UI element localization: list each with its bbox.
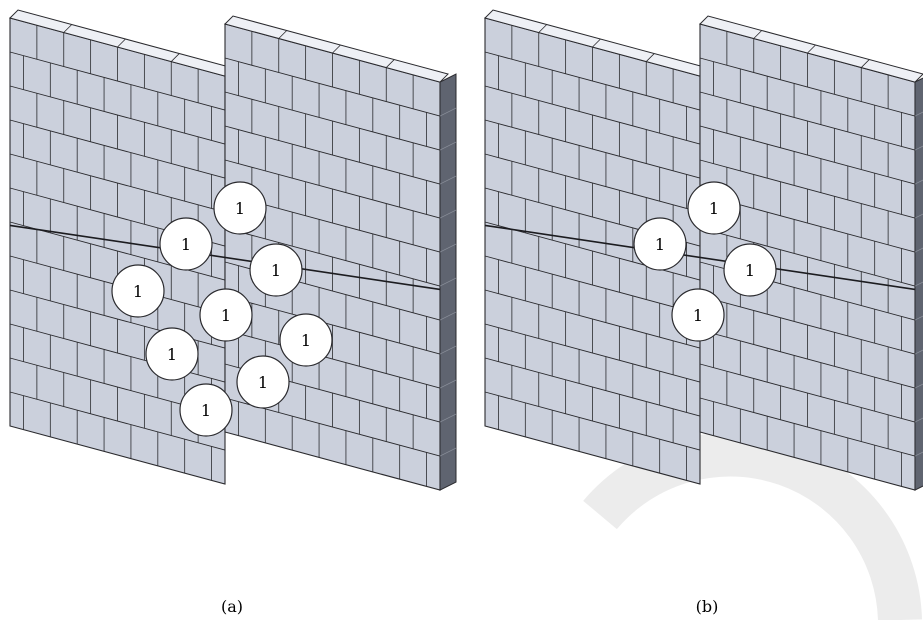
marker-label: 1 bbox=[301, 331, 311, 350]
marker-circle: 1 bbox=[671, 288, 725, 342]
marker-label: 1 bbox=[133, 282, 143, 301]
marker-circle: 1 bbox=[249, 243, 303, 297]
wall-side-edge bbox=[914, 77, 923, 491]
panel-caption-a: (a) bbox=[221, 597, 243, 616]
marker-label: 1 bbox=[258, 373, 268, 392]
marker-label: 1 bbox=[745, 261, 755, 280]
wall-left-half bbox=[484, 9, 709, 485]
marker-circle: 1 bbox=[159, 217, 213, 271]
wall-right-half bbox=[699, 15, 923, 491]
wall-right-half bbox=[224, 15, 449, 491]
marker-circle: 1 bbox=[179, 383, 233, 437]
wall-joint-line bbox=[9, 224, 441, 291]
marker-label: 1 bbox=[271, 261, 281, 280]
marker-label: 1 bbox=[693, 306, 703, 325]
marker-circle: 1 bbox=[687, 181, 741, 235]
marker-circle: 1 bbox=[111, 264, 165, 318]
watermark-arc bbox=[583, 432, 922, 620]
marker-label: 1 bbox=[221, 306, 231, 325]
marker-circle: 1 bbox=[236, 355, 290, 409]
marker-label: 1 bbox=[181, 235, 191, 254]
wall-panel-a: 1 1 1 1 1 1 1 1 1 bbox=[9, 9, 457, 491]
marker-circle: 1 bbox=[279, 313, 333, 367]
wall-panel-b: 1 1 1 1 bbox=[484, 9, 923, 491]
marker-label: 1 bbox=[655, 235, 665, 254]
marker-circle: 1 bbox=[145, 327, 199, 381]
marker-label: 1 bbox=[235, 199, 245, 218]
marker-label: 1 bbox=[201, 401, 211, 420]
marker-circle: 1 bbox=[633, 217, 687, 271]
marker-label: 1 bbox=[167, 345, 177, 364]
marker-circle: 1 bbox=[199, 288, 253, 342]
panel-caption-b: (b) bbox=[696, 597, 719, 616]
marker-circle: 1 bbox=[723, 243, 777, 297]
marker-circle: 1 bbox=[213, 181, 267, 235]
marker-label: 1 bbox=[709, 199, 719, 218]
wall-joint-line bbox=[484, 224, 916, 291]
